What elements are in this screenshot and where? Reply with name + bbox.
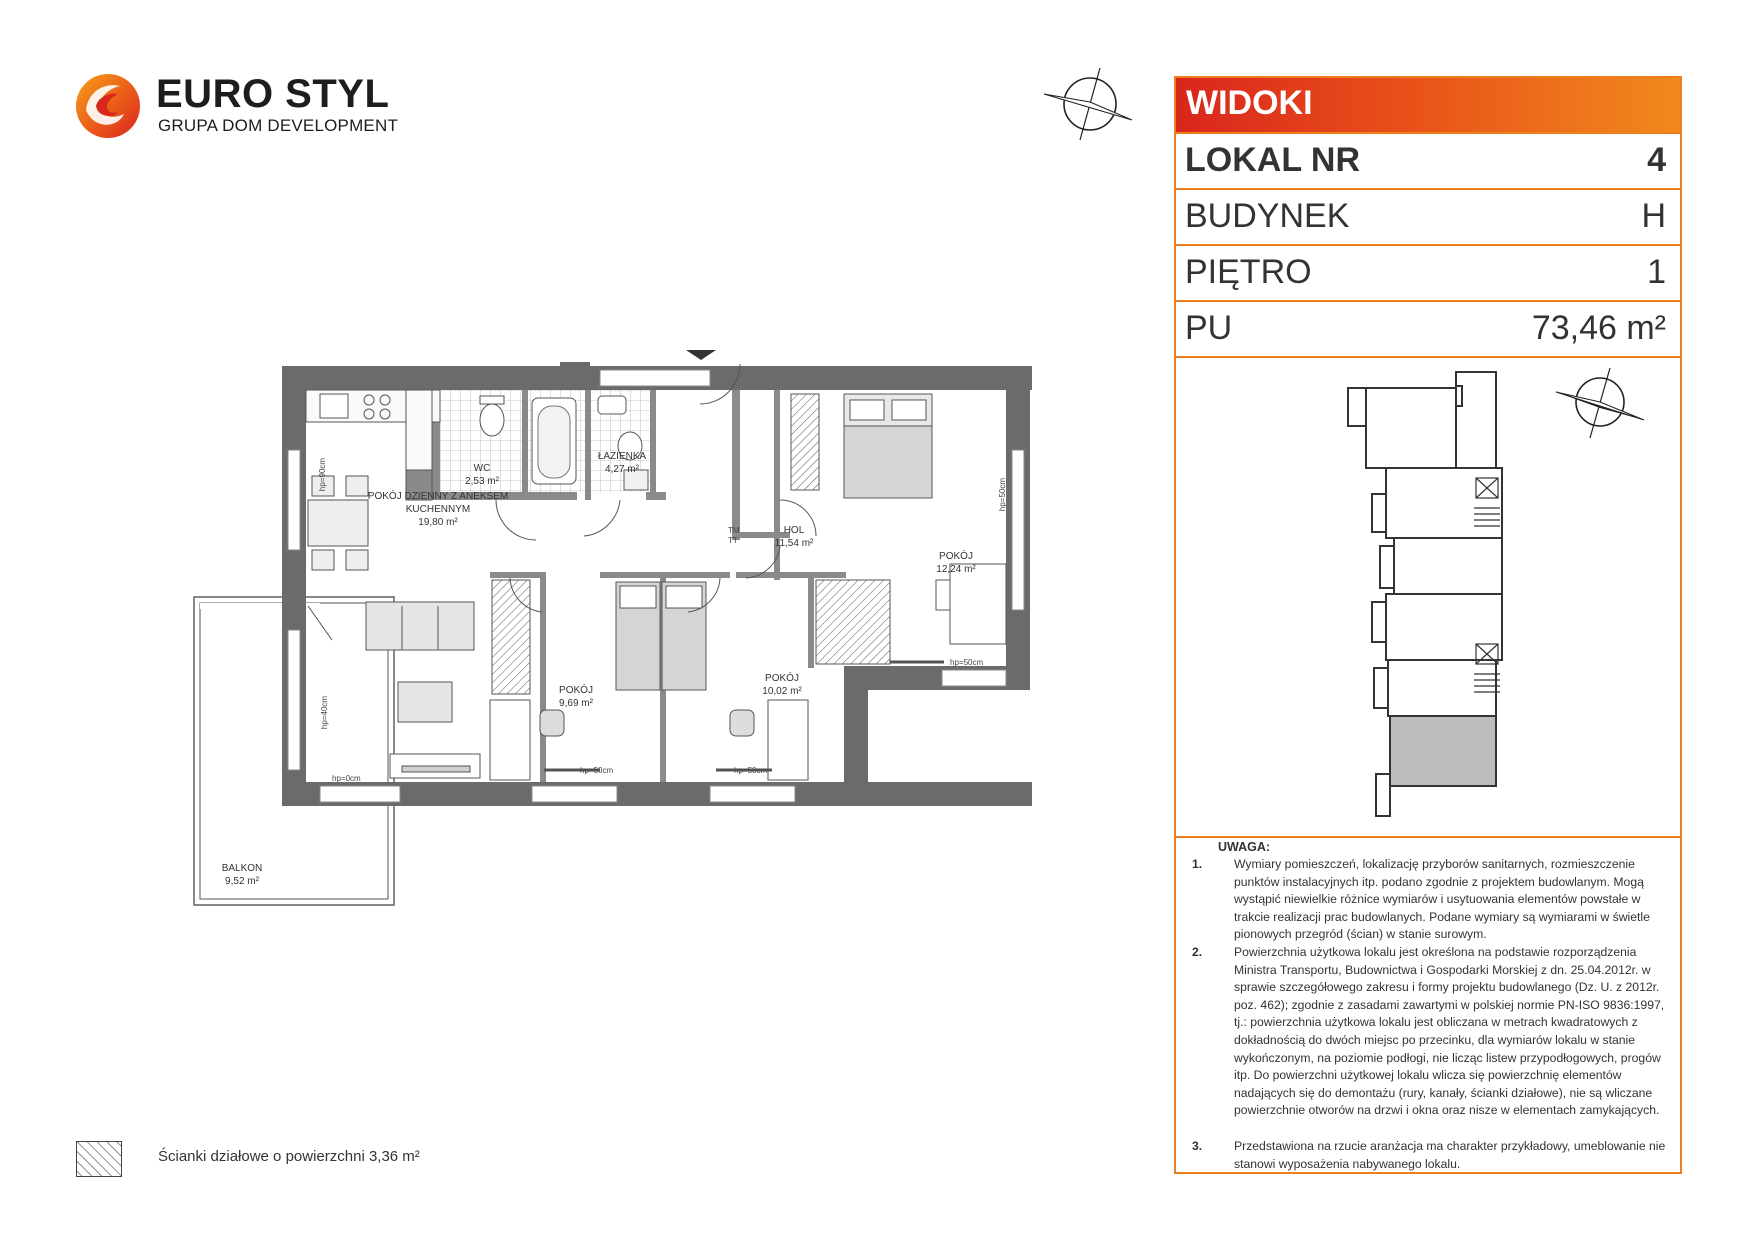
note-text: Wymiary pomieszczeń, lokalizację przybor… xyxy=(1234,857,1650,942)
row-label: PIĘTRO xyxy=(1185,253,1312,291)
panel-header: WIDOKI xyxy=(1176,78,1680,132)
row-label: BUDYNEK xyxy=(1185,197,1350,235)
row-label: PU xyxy=(1185,309,1233,347)
legend-text: Ścianki działowe o powierzchni 3,36 m² xyxy=(158,1148,420,1165)
note-number: 3. xyxy=(1192,1139,1203,1153)
panel-title: WIDOKI xyxy=(1186,84,1313,122)
unit-info-panel: WIDOKI LOKAL NR 4 BUDYNEK H PIĘTRO 1 PU … xyxy=(1174,76,1682,1174)
note-number: 1. xyxy=(1192,857,1203,871)
tm-label: TM xyxy=(728,526,740,535)
row-pu: PU 73,46 m² xyxy=(1176,300,1680,354)
logo-wordmark: EURO STYL xyxy=(156,72,390,116)
row-value: H xyxy=(1641,197,1666,235)
logo-subtitle: GRUPA DOM DEVELOPMENT xyxy=(158,116,399,135)
hp-annotation: hp=0cm xyxy=(332,774,361,783)
floor-plan-drawing xyxy=(193,350,1032,906)
row-value: 1 xyxy=(1647,253,1666,291)
hp-annotation: hp=50cm xyxy=(950,658,984,667)
hp-annotation: hp=50cm xyxy=(734,766,768,775)
building-key-plan xyxy=(1176,356,1680,836)
row-label: LOKAL NR xyxy=(1185,141,1361,179)
hp-annotation: hp=40cm xyxy=(320,695,330,730)
note-text: Powierzchnia użytkowa lokalu jest określ… xyxy=(1234,945,1665,1118)
note-number: 2. xyxy=(1192,945,1203,959)
row-lokal: LOKAL NR 4 xyxy=(1176,132,1680,186)
key-plan-north-arrow-icon xyxy=(1555,367,1645,439)
row-value: 4 xyxy=(1647,141,1666,179)
row-value: 73,46 m² xyxy=(1531,309,1666,347)
hp-annotation: hp=50cm xyxy=(580,766,614,775)
note-text: Przedstawiona na rzucie aranżacja ma cha… xyxy=(1234,1139,1666,1171)
partition-hatch-swatch xyxy=(76,1141,122,1177)
row-budynek: BUDYNEK H xyxy=(1176,188,1680,242)
eurostyl-logo-mark xyxy=(76,74,140,138)
tt-label: TT xyxy=(728,536,738,545)
hp-annotation: hp=90cm xyxy=(318,457,328,492)
north-arrow-icon xyxy=(1043,67,1133,141)
company-logo: EURO STYL GRUPA DOM DEVELOPMENT xyxy=(74,70,398,142)
notes-section: UWAGA: 1. Wymiary pomieszczeń, lokalizac… xyxy=(1176,836,1680,1172)
row-pietro: PIĘTRO 1 xyxy=(1176,244,1680,298)
hp-annotation: hp=50cm xyxy=(998,477,1008,512)
notes-title: UWAGA: xyxy=(1218,840,1271,854)
key-plan-drawing xyxy=(1347,367,1645,817)
